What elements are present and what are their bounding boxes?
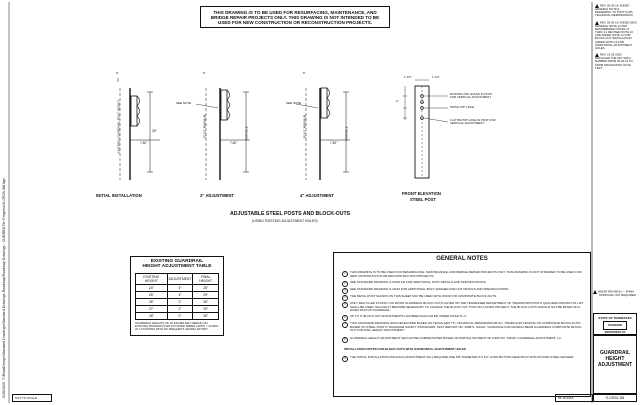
delta-icon <box>595 4 599 8</box>
agency-box: STATE OF TENNESSEE STANDARD DEPARTMENT O… <box>593 313 637 337</box>
title-line-1: GUARDRAIL <box>600 350 630 356</box>
delta-icon <box>595 53 599 58</box>
front-dim-top: 1 1/2" <box>404 75 412 79</box>
revision-3: REV. 01-28-2020: REPLACED THE KEY WITH N… <box>595 52 633 70</box>
not-to-scale-label: NOT TO SCALE <box>12 394 52 402</box>
two-inch-see-note: SEE NOTE <box>176 101 192 105</box>
drawing-title-box: GUARDRAIL HEIGHT ADJUSTMENT <box>593 335 637 394</box>
front-callout-2: INITIAL 5/8" HOLE <box>450 105 475 109</box>
four-inch-dim-v: VARIABLE <box>344 126 349 141</box>
initial-dim-h: 28" <box>152 129 157 133</box>
note-number: 8 <box>342 336 348 343</box>
table-footnote: GUARDRAIL HEIGHTS OF 29 INCHES MAY REMAI… <box>135 321 219 332</box>
four-inch-top-label: 6" <box>303 71 306 75</box>
four-inch-side-label: 28 1/2" MINIMUM <box>302 114 307 139</box>
note-number: 9 <box>342 355 348 362</box>
two-inch-dim-v: VARIABLE <box>244 126 249 141</box>
two-inch-side-label: 28 1/2" MINIMUM <box>202 114 207 139</box>
front-dim-b: 1 1/2" <box>432 75 440 79</box>
two-inch-dim-w: 7.50" <box>230 141 238 145</box>
table-row: 26"2"28" <box>135 298 219 306</box>
header-existing-height: EXISTING HEIGHT <box>135 273 168 285</box>
warning-banner-text: THIS DRAWING IS TO BE USED FOR RESURFACI… <box>210 9 380 25</box>
initial-side-label: EXISTING GUARDRAIL POST HEIGHT <box>116 99 121 154</box>
initial-top-label: 6" <box>116 71 119 75</box>
four-inch-dim-w: 7.50" <box>330 141 338 145</box>
note-number: 4 <box>342 294 348 301</box>
revision-column: REV. 05-26-18: ADDED GENERAL NOTE 6; REF… <box>595 4 637 73</box>
initial-installation-view <box>117 78 160 180</box>
installation-notes-subhead: INSTALLATION NOTES FOR BLOCK-OUTS WITH H… <box>344 347 466 351</box>
front-callout-3: 1 EXTRA 5/8" HOLE IN POST FOR VERTICAL A… <box>450 118 496 126</box>
two-inch-adjustment-view <box>195 88 250 180</box>
note-number: 7 <box>342 321 348 328</box>
note-number: 1 <box>342 270 348 277</box>
two-inch-title: 2" ADJUSTMENT <box>200 193 234 198</box>
section-subtitle: (USING EXISTING ADJUSTMENT HOLES) <box>252 219 318 223</box>
note-number: 2 <box>342 280 348 287</box>
title-line-3: ADJUSTMENT <box>597 362 633 368</box>
header-adjustment: ADJUSTMENT <box>166 273 194 285</box>
state-name: STATE OF TENNESSEE <box>598 316 632 320</box>
initial-dim-w: 7.50" <box>140 141 148 145</box>
revision-legend: MINOR REVISION — FHWA APPROVAL NOT REQUI… <box>593 290 637 297</box>
front-elevation-subtitle: STEEL POST <box>410 197 436 202</box>
table-row: 28"0"28" <box>135 312 219 320</box>
four-inch-see-note: SEE NOTE <box>286 101 302 105</box>
table-row: 24"4"28" <box>135 284 219 292</box>
front-elevation-view <box>403 79 449 179</box>
revision-2: REV. 05-26-19: ADDED NEW GENERAL NOTE 12… <box>595 20 637 51</box>
general-notes-title: GENERAL NOTES <box>436 256 488 262</box>
note-number: 5 <box>342 301 348 308</box>
title-block: STATE OF TENNESSEE STANDARD DEPARTMENT O… <box>593 313 637 403</box>
adjustment-table-grid: EXISTING HEIGHT ADJUSTMENT FINAL HEIGHT … <box>135 273 219 320</box>
four-inch-adjustment-view <box>295 87 350 180</box>
warning-banner: THIS DRAWING IS TO BE USED FOR RESURFACI… <box>200 6 390 28</box>
front-dim-c: 2" <box>396 99 399 103</box>
front-elevation-title: FRONT ELEVATION <box>402 191 441 196</box>
two-inch-top-label: 6" <box>203 71 206 75</box>
four-inch-title: 4" ADJUSTMENT <box>300 193 334 198</box>
revision-1: REV. 05-26-18: ADDED GENERAL NOTE 6; REF… <box>595 3 634 18</box>
tdot-logo: STANDARD <box>603 321 627 330</box>
initial-installation-title: INITIAL INSTALLATION <box>96 193 142 198</box>
sheet-number: S-GR26-3M <box>593 394 637 402</box>
front-callout-1: EXISTING 5/8" HOLES IN POST FOR VERTICAL… <box>450 92 493 100</box>
table-row: 27"2"29" <box>135 305 219 313</box>
table-header-row: EXISTING HEIGHT ADJUSTMENT FINAL HEIGHT <box>135 273 219 285</box>
drawing-date: 05-15-2018 <box>555 394 593 402</box>
section-title: ADJUSTABLE STEEL POSTS AND BLOCK-OUTS <box>230 211 351 217</box>
note-number: 6 <box>342 314 348 321</box>
delta-icon <box>595 20 599 25</box>
title-line-2: HEIGHT <box>605 356 625 362</box>
delta-icon <box>593 290 597 294</box>
header-final-height: FINAL HEIGHT <box>192 273 219 285</box>
table-row: 25"4"29" <box>135 291 219 299</box>
note-number: 3 <box>342 287 348 294</box>
